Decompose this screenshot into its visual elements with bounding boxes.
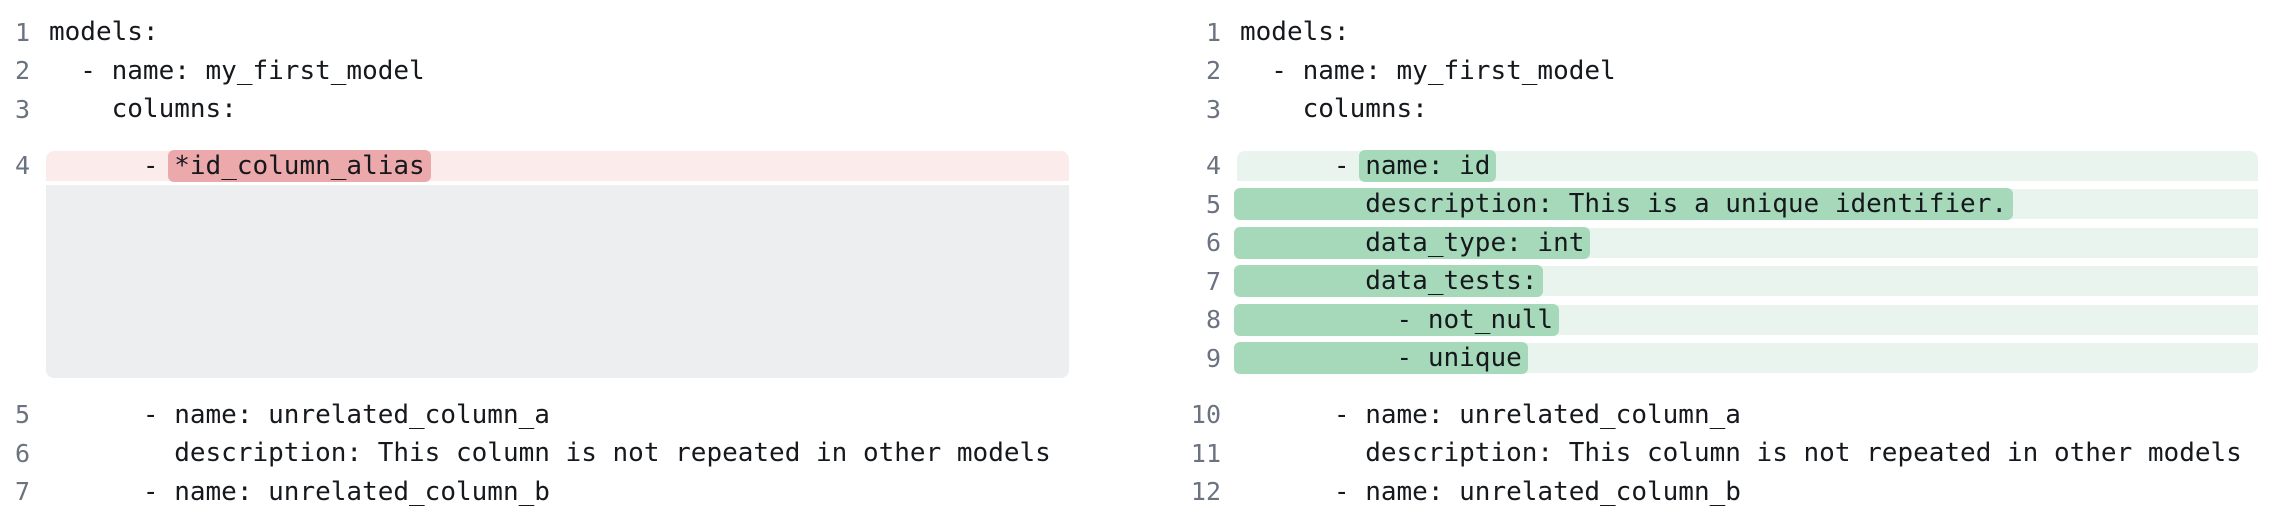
added-code-line[interactable]: 4 - name: id bbox=[1139, 147, 2258, 186]
removed-code-line[interactable]: 4 - *id_column_alias bbox=[0, 147, 1069, 186]
code-line[interactable]: 3 columns: bbox=[0, 90, 1069, 129]
added-code-line[interactable]: 7 data_tests: bbox=[1139, 262, 2258, 301]
code-line[interactable]: 6 description: This column is not repeat… bbox=[0, 434, 1069, 473]
line-number: 4 bbox=[14, 151, 30, 181]
code-text-segment: models: bbox=[1240, 17, 1350, 48]
line-number: 11 bbox=[1190, 438, 1221, 468]
code-text-segment: - name: my_first_model bbox=[49, 55, 425, 86]
code-line-text: - name: my_first_model bbox=[46, 56, 1069, 86]
code-line[interactable]: 1 models: bbox=[0, 13, 1069, 52]
code-line-text: models: bbox=[46, 17, 1069, 47]
code-text-segment: description: This column is not repeated… bbox=[1240, 438, 2242, 469]
code-text-segment: - bbox=[1240, 150, 1366, 181]
line-number: 2 bbox=[14, 56, 30, 86]
code-line[interactable]: 12 - name: unrelated_column_b bbox=[1139, 473, 2258, 512]
code-line-text: - not_null bbox=[1234, 303, 2258, 336]
code-line[interactable]: 2 - name: my_first_model bbox=[0, 52, 1069, 91]
line-number: 12 bbox=[1190, 477, 1221, 507]
code-line[interactable]: 3 columns: bbox=[1139, 90, 2258, 129]
line-number: 4 bbox=[1205, 151, 1221, 181]
deleted-token-highlight: *id_column_alias bbox=[168, 149, 431, 182]
alignment-spacer-row bbox=[0, 185, 1069, 378]
line-number: 7 bbox=[1205, 266, 1221, 296]
line-number: 1 bbox=[1205, 17, 1221, 47]
added-code-line[interactable]: 5 description: This is a unique identifi… bbox=[1139, 185, 2258, 224]
added-code-line[interactable]: 8 - not_null bbox=[1139, 301, 2258, 340]
line-number: 9 bbox=[1205, 343, 1221, 373]
line-number: 3 bbox=[14, 94, 30, 124]
code-line-text: data_type: int bbox=[1234, 226, 2258, 259]
added-token-highlight: data_tests: bbox=[1234, 265, 1544, 298]
code-line-text: - name: unrelated_column_b bbox=[46, 477, 1069, 507]
code-line[interactable]: 7 - name: unrelated_column_b bbox=[0, 473, 1069, 512]
line-number: 7 bbox=[14, 477, 30, 507]
code-text-segment: - name: unrelated_column_b bbox=[49, 476, 550, 507]
added-token-highlight: name: id bbox=[1359, 149, 1497, 182]
line-number: 2 bbox=[1205, 56, 1221, 86]
code-line[interactable]: 10 - name: unrelated_column_a bbox=[1139, 396, 2258, 435]
code-text-segment: columns: bbox=[1240, 94, 1428, 125]
code-line[interactable]: 1 models: bbox=[1139, 13, 2258, 52]
code-line-text: - name: id bbox=[1237, 149, 2258, 182]
line-number: 6 bbox=[1205, 228, 1221, 258]
code-line[interactable]: 2 - name: my_first_model bbox=[1139, 52, 2258, 91]
code-line-text: - name: unrelated_column_b bbox=[1237, 477, 2258, 507]
line-number: 10 bbox=[1190, 400, 1221, 430]
code-text-segment: description: This column is not repeated… bbox=[49, 438, 1051, 469]
code-line-text: description: This column is not repeated… bbox=[1237, 438, 2258, 468]
code-text-segment: - name: unrelated_column_a bbox=[1240, 399, 1741, 430]
code-text-segment: - name: unrelated_column_a bbox=[49, 399, 550, 430]
code-line-text: - unique bbox=[1234, 342, 2258, 375]
code-line-text: data_tests: bbox=[1234, 265, 2258, 298]
code-line-text: - name: my_first_model bbox=[1237, 56, 2258, 86]
line-number: 5 bbox=[14, 400, 30, 430]
code-line-text: - *id_column_alias bbox=[46, 149, 1069, 182]
code-line-text: description: This column is not repeated… bbox=[46, 438, 1069, 468]
code-line-text: description: This is a unique identifier… bbox=[1234, 188, 2258, 221]
code-text-segment: columns: bbox=[49, 94, 237, 125]
added-code-line[interactable]: 9 - unique bbox=[1139, 339, 2258, 378]
added-token-highlight: data_type: int bbox=[1234, 226, 1591, 259]
added-code-line[interactable]: 6 data_type: int bbox=[1139, 224, 2258, 263]
line-number: 6 bbox=[14, 438, 30, 468]
collapsed-lines-spacer bbox=[46, 185, 1069, 378]
code-line-text: - name: unrelated_column_a bbox=[1237, 400, 2258, 430]
code-line[interactable]: 5 - name: unrelated_column_a bbox=[0, 396, 1069, 435]
removed-chunk: 4 - *id_column_alias bbox=[0, 147, 1069, 378]
added-token-highlight: description: This is a unique identifier… bbox=[1234, 188, 2014, 221]
code-line[interactable]: 11 description: This column is not repea… bbox=[1139, 434, 2258, 473]
code-line-text: columns: bbox=[46, 94, 1069, 124]
line-number: 3 bbox=[1205, 94, 1221, 124]
code-line-text: - name: unrelated_column_a bbox=[46, 400, 1069, 430]
added-token-highlight: - unique bbox=[1234, 342, 1528, 375]
line-number: 5 bbox=[1205, 189, 1221, 219]
code-text-segment: - name: unrelated_column_b bbox=[1240, 476, 1741, 507]
code-line-text: models: bbox=[1237, 17, 2258, 47]
code-text-segment: - bbox=[49, 150, 175, 181]
code-text-segment: models: bbox=[49, 17, 159, 48]
line-number: 8 bbox=[1205, 305, 1221, 335]
code-line-text: columns: bbox=[1237, 94, 2258, 124]
code-text-segment: - name: my_first_model bbox=[1240, 55, 1616, 86]
line-number: 1 bbox=[14, 17, 30, 47]
added-token-highlight: - not_null bbox=[1234, 303, 1560, 336]
